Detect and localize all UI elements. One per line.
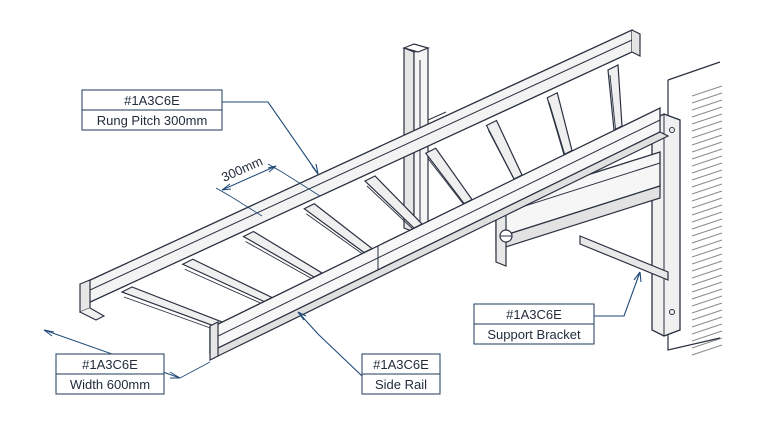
wall-hatch-line (691, 148, 723, 160)
leader-lines (222, 101, 642, 377)
ladder-rung-edge (245, 241, 317, 282)
ladder-rung (242, 230, 324, 278)
callout-width-label: Width 600mm (70, 377, 150, 392)
wall-hatch-line (691, 183, 723, 195)
far-rail-end (79, 279, 106, 321)
wall-hatch-line (691, 99, 723, 111)
wall-hatch-line (691, 176, 723, 188)
wall-hatch-line (691, 281, 723, 293)
wall-hatch-line (691, 197, 723, 209)
ladder-rung (485, 119, 523, 180)
callout-rung-pitch: #1A3C6E Rung Pitch 300mm (81, 89, 223, 131)
wall-hatch-line (691, 267, 723, 279)
wall-hatch-line (691, 134, 723, 146)
wall-hatch-line (691, 260, 723, 272)
support-bracket (487, 113, 681, 337)
wall-hatch-line (691, 169, 723, 181)
wall-hatch-line (691, 337, 723, 349)
wall-hatch-line (691, 246, 723, 258)
ladder-rung-edge (123, 296, 217, 331)
ladder-rung (546, 91, 573, 156)
callout-width: #1A3C6E Width 600mm (55, 353, 165, 395)
ladder-rung (303, 203, 374, 254)
wall-hatch-line (691, 232, 723, 244)
wall-hatch-line (691, 204, 723, 216)
wall-hatch-line (691, 344, 723, 356)
ladder-rung (181, 258, 274, 303)
ladder-rung-edge (427, 157, 467, 208)
callout-support-bracket: #1A3C6E Support Bracket (473, 303, 595, 345)
ladder-rung-edge (609, 74, 617, 135)
wall-hatch-line (691, 92, 723, 104)
callout-width-code: #1A3C6E (82, 357, 138, 372)
wall-hatch-line (691, 211, 723, 223)
wall-hatch-line (691, 127, 723, 139)
wall-hatch-line (691, 239, 723, 251)
near-side-rail (208, 106, 670, 361)
callout-support-bracket-code: #1A3C6E (506, 307, 562, 322)
wall-hatch-line (691, 316, 723, 328)
wall-hatch-line (691, 113, 723, 125)
wall-hatch-line (691, 323, 723, 335)
ladder-rung-edge (548, 102, 567, 159)
wall-hatch-line (691, 225, 723, 237)
wall-hatch-line (691, 141, 723, 153)
ladder-rungs (120, 64, 623, 331)
ladder-rung-edge (366, 185, 417, 233)
ladder-rung-edge (184, 268, 267, 306)
pitch-dimension-text: 300mm (219, 153, 265, 184)
wall-hatch-line (691, 162, 723, 174)
wall-hatch-line (691, 106, 723, 118)
wall-hatch-line (691, 218, 723, 230)
callout-rung-pitch-label: Rung Pitch 300mm (97, 113, 208, 128)
ladder-rung-edge (488, 130, 517, 184)
wall-hatch-line (691, 295, 723, 307)
ladder-rung (424, 147, 473, 205)
wall-hatch-line (691, 85, 723, 97)
wall-hatch-line (691, 190, 723, 202)
wall-hatch-line (691, 330, 723, 342)
callout-rung-pitch-code: #1A3C6E (124, 93, 180, 108)
callout-side-rail: #1A3C6E Side Rail (361, 353, 441, 395)
wall-hatch-line (691, 274, 723, 286)
wall-hatch-line (691, 120, 723, 132)
callout-side-rail-label: Side Rail (375, 377, 427, 392)
wall-hatch-line (691, 309, 723, 321)
ladder-rung (120, 286, 224, 327)
ladder-rung-edge (305, 213, 367, 257)
wall-hatch-line (691, 302, 723, 314)
wall-hatch-line (691, 288, 723, 300)
callout-side-rail-code: #1A3C6E (373, 357, 429, 372)
callout-support-bracket-label: Support Bracket (487, 327, 581, 342)
wall-hatch-line (691, 155, 723, 167)
wall-hatch-line (691, 253, 723, 265)
